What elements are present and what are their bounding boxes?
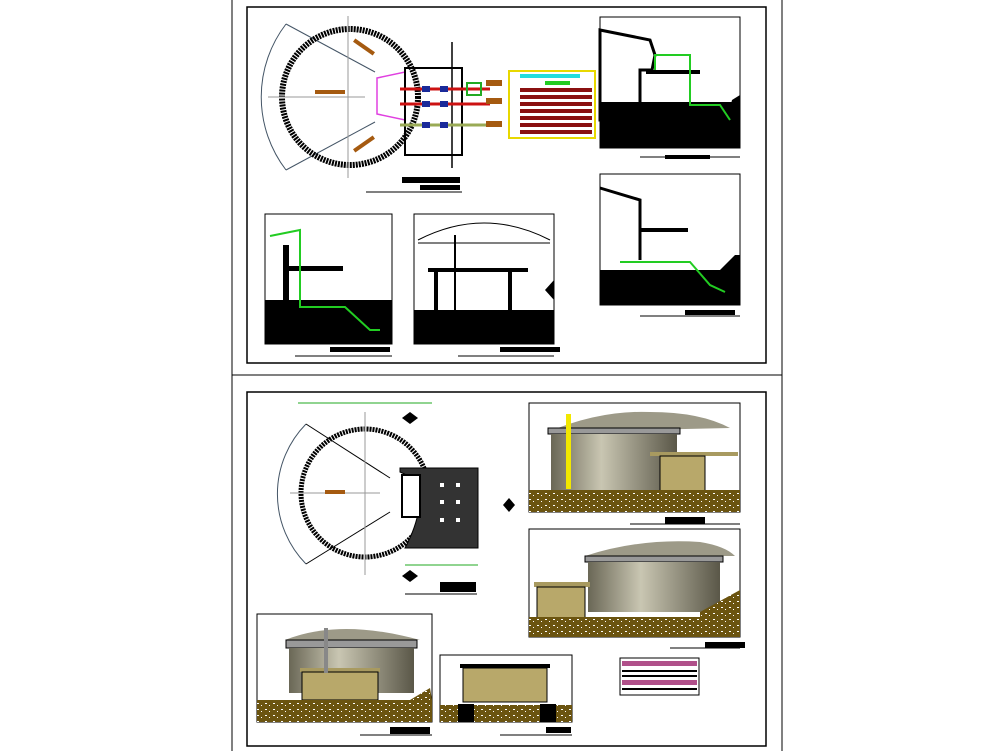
tank-plan-view-bottom [276,402,515,595]
legend-table-bottom [619,657,700,696]
tank-elevation-right-top [528,402,741,525]
section-panel-bottom-mid [413,213,560,357]
legend-table-top [508,70,596,139]
bottom-sheet-frame [246,391,767,747]
top-sheet [246,6,767,364]
room-section-bottom-mid [439,654,573,736]
bottom-sheet [246,391,767,747]
top-sheet-frame [246,6,767,364]
sheet-separators [231,0,783,751]
tank-plan-view-top [260,16,502,193]
section-panel-bottom-left [264,213,393,357]
section-panel-top-right [598,16,741,159]
section-panel-right-mid [599,173,741,317]
tank-elevation-bottom-left [256,613,433,736]
tank-elevation-right-mid [528,528,745,649]
